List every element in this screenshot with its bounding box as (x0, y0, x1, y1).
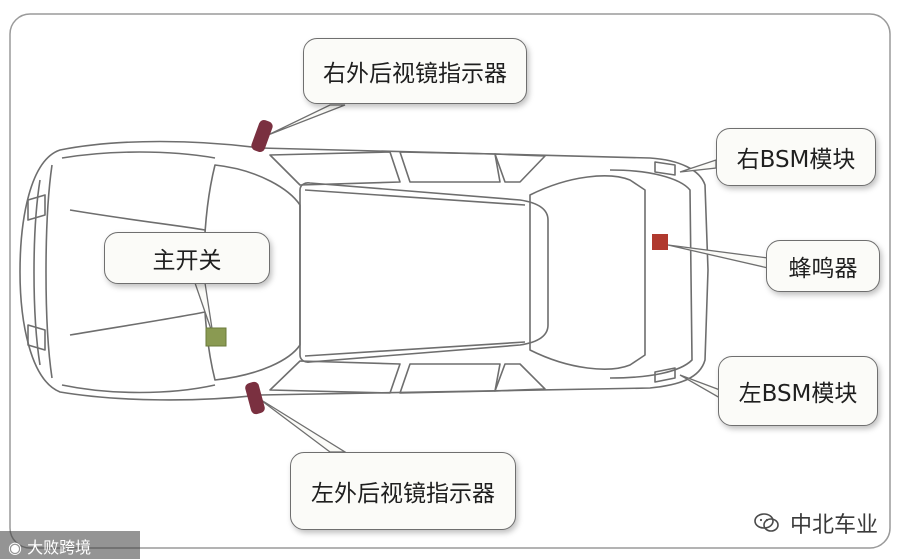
callout-main-switch: 主开关 (104, 232, 270, 284)
callout-pointers (194, 104, 769, 453)
buzzer-label: 蜂鸣器 (788, 256, 858, 282)
main-switch-mark (205, 327, 227, 347)
pointer-left-mirror (257, 397, 348, 453)
right-mirror-indicator-label: 右外后视镜指示器 (323, 61, 507, 87)
wechat-icon (754, 513, 779, 532)
callout-right-bsm-module: 右BSM模块 (716, 128, 876, 186)
callout-left-mirror-indicator: 左外后视镜指示器 (290, 452, 516, 530)
left-mirror-indicator-label: 左外后视镜指示器 (311, 481, 495, 507)
left-mirror-indicator-mark (245, 381, 265, 415)
watermark-bottom-left: ◉ 大败跨境 (8, 534, 91, 558)
left-bsm-module-label: 左BSM模块 (738, 381, 858, 407)
watermark-bottom-left-text: 大败跨境 (27, 538, 92, 557)
callout-left-bsm-module: 左BSM模块 (718, 356, 878, 426)
pointer-right-mirror (267, 104, 346, 136)
right-mirror-indicator-mark (251, 119, 273, 153)
callout-buzzer: 蜂鸣器 (766, 240, 880, 292)
watermark-strip (0, 531, 140, 559)
weibo-icon: ◉ (8, 538, 22, 557)
watermark-bottom-right: 中北车业 (754, 507, 878, 539)
right-bsm-module-label: 右BSM模块 (736, 147, 856, 173)
frame-border (9, 13, 891, 549)
buzzer-mark (652, 234, 668, 250)
pointer-main-switch (194, 282, 214, 336)
watermark-bottom-right-text: 中北车业 (789, 513, 878, 538)
callout-right-mirror-indicator: 右外后视镜指示器 (303, 38, 527, 104)
main-switch-label: 主开关 (152, 248, 222, 274)
pointer-left-bsm (679, 374, 721, 400)
pointer-buzzer (667, 244, 769, 269)
